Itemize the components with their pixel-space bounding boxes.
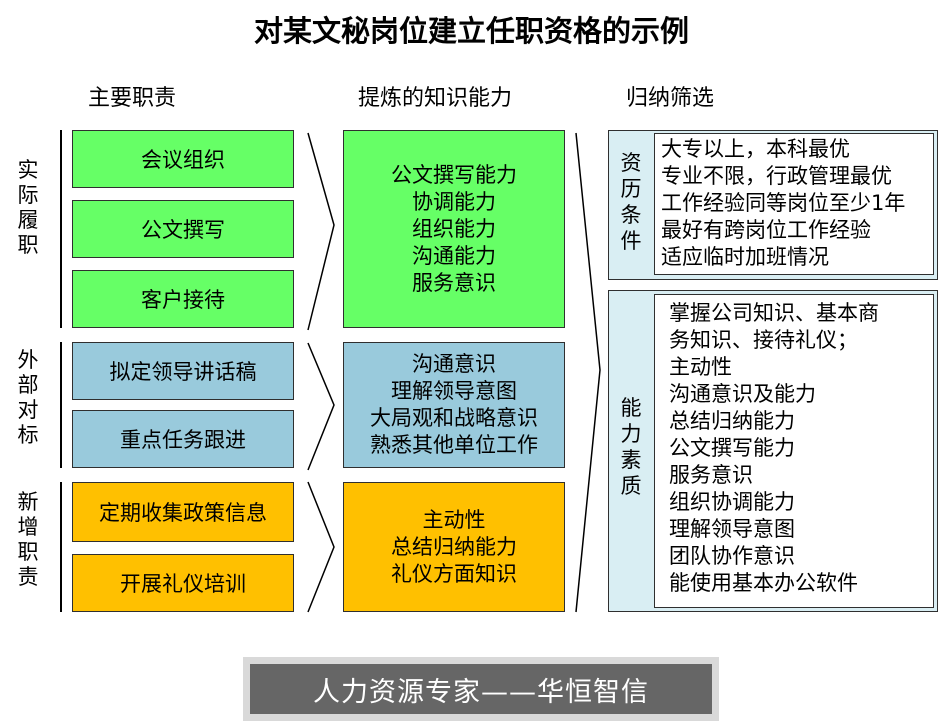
duty-box: 定期收集政策信息: [72, 482, 294, 542]
competencies-label: 能力 素质: [620, 396, 642, 498]
qualifications-label: 资历 条件: [620, 151, 642, 253]
chevron-connectors: [307, 132, 335, 613]
chevron-right-icon: [307, 342, 335, 471]
qualifications-list: 大专以上，本科最优专业不限，行政管理最优 工作经验同等岗位至少1年最好有跨岗位工…: [654, 133, 934, 275]
duty-box: 重点任务跟进: [72, 410, 294, 468]
ability-box-benchmark: 沟通意识理解领导意图 大局观和战略意识熟悉其他单位工作: [343, 342, 565, 468]
group-label-benchmark: 外部 对标: [17, 348, 39, 447]
column-header-abilities: 提炼的知识能力: [358, 86, 513, 111]
group-divider-actual: [60, 130, 62, 328]
chevron-right-icon: [307, 481, 335, 613]
ability-box-actual: 公文撰写能力协调能力 组织能力沟通能力 服务意识: [343, 130, 565, 328]
column-header-summary: 归纳筛选: [626, 86, 715, 111]
chevron-right-icon: [575, 132, 601, 613]
ability-box-new: 主动性总结归纳能力 礼仪方面知识: [343, 482, 565, 612]
duty-box: 客户接待: [72, 270, 294, 328]
duty-box: 拟定领导讲话稿: [72, 342, 294, 400]
group-label-actual: 实际 履职: [17, 158, 39, 257]
duty-box: 会议组织: [72, 130, 294, 188]
group-label-new: 新增 职责: [17, 490, 39, 589]
chevron-right-icon: [307, 132, 335, 331]
group-divider-benchmark: [60, 342, 62, 468]
footer-banner: 人力资源专家——华恒智信: [250, 664, 712, 714]
duty-box: 公文撰写: [72, 200, 294, 258]
competencies-list: 掌握公司知识、基本商务知识、接待礼仪； 主动性沟通意识及能力 总结归纳能力公文撰…: [654, 294, 934, 608]
group-divider-new: [60, 482, 62, 612]
page-title: 对某文秘岗位建立任职资格的示例: [253, 14, 689, 48]
duty-box: 开展礼仪培训: [72, 554, 294, 612]
chevron-summary: [575, 132, 601, 613]
column-header-duties: 主要职责: [88, 86, 177, 111]
